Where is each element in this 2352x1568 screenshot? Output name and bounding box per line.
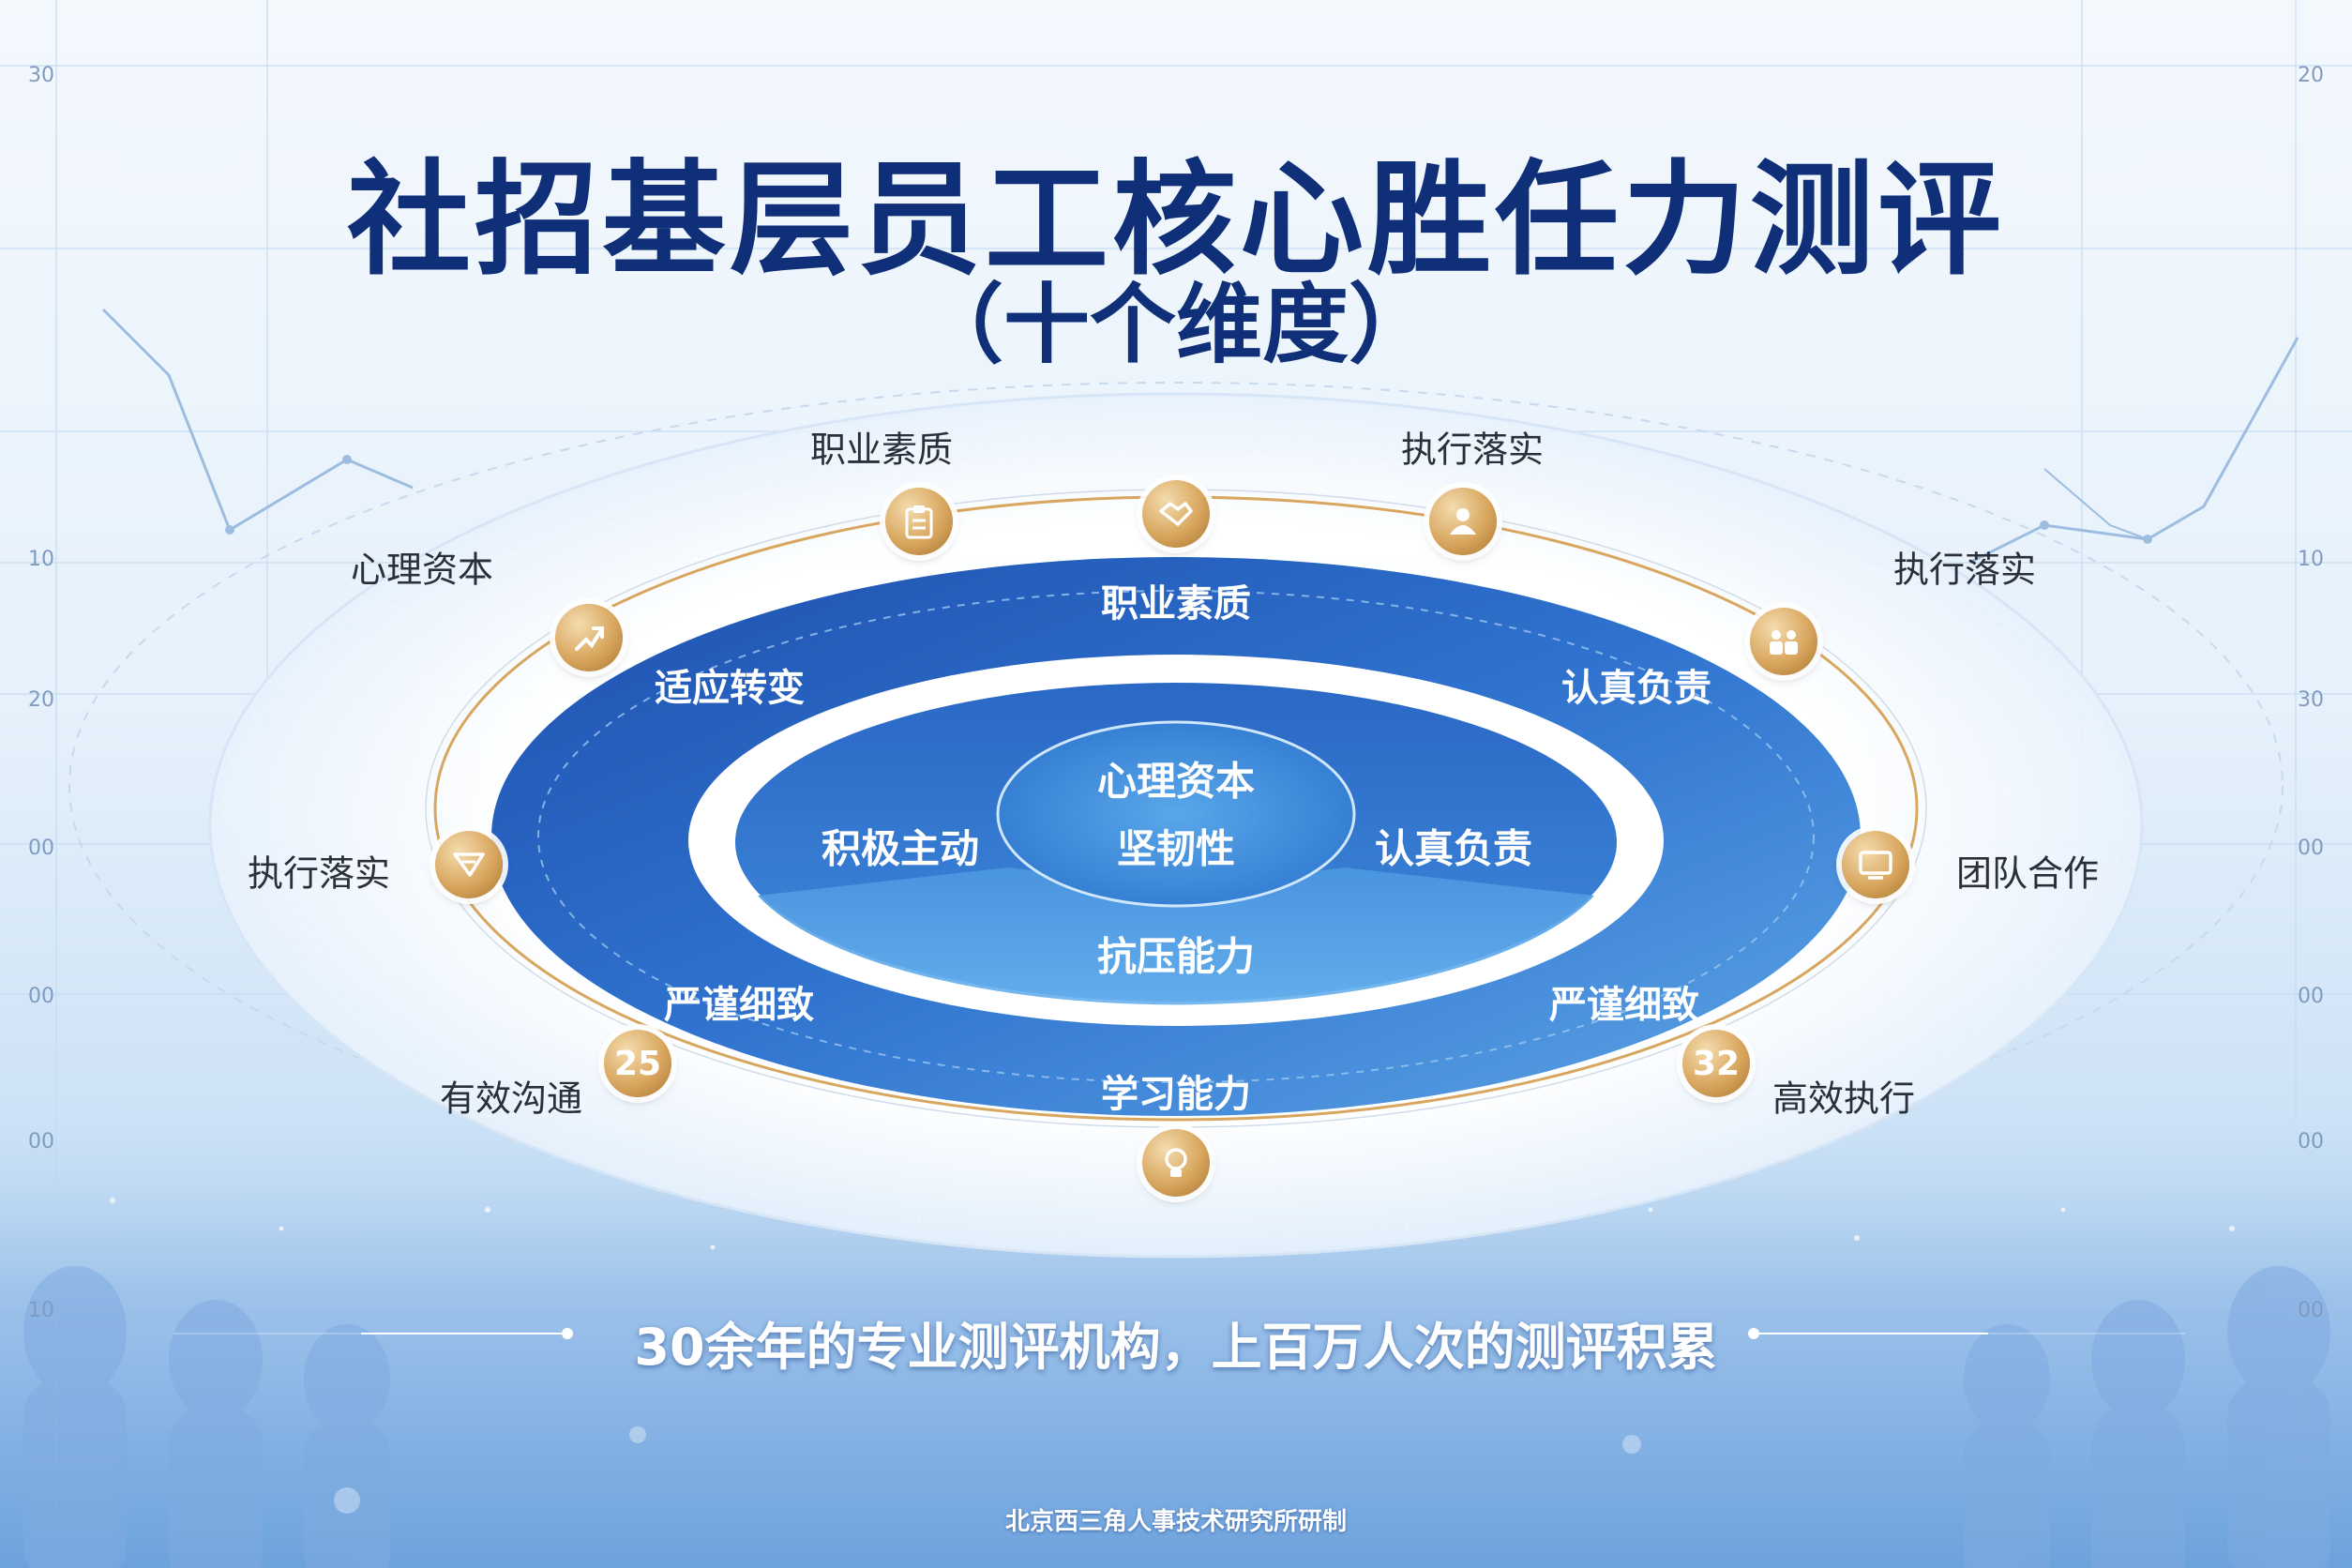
core-label-center-top: 心理资本 — [1097, 750, 1255, 807]
outer-label-mid-left: 执行落实 — [248, 845, 390, 897]
person-badge-icon — [1429, 488, 1497, 555]
lightbulb-icon — [1142, 1129, 1210, 1197]
send-icon — [435, 831, 503, 898]
page-subtitle: （十个维度） — [0, 255, 2352, 380]
monitor-icon — [1842, 831, 1909, 898]
ring-label-upper-right: 认真负责 — [1561, 657, 1711, 712]
growth-icon — [555, 604, 623, 671]
tick-left-2: 10 — [28, 548, 54, 571]
outer-label-mid-right: 团队合作 — [1956, 845, 2099, 897]
ring-label-lower-left: 严谨细致 — [664, 974, 814, 1029]
ring-label-upper-left: 适应转变 — [655, 657, 805, 712]
tick-right-4: 00 — [2298, 837, 2324, 860]
outer-label-upper-left: 心理资本 — [351, 541, 493, 593]
tick-right-3: 30 — [2298, 688, 2324, 712]
tick-right-2: 10 — [2298, 548, 2324, 571]
core-label-left: 积极主动 — [822, 818, 979, 875]
tick-left-4: 00 — [28, 837, 54, 860]
number-badge-32: 32 — [1682, 1030, 1750, 1097]
number-badge-25: 25 — [604, 1030, 671, 1097]
core-label-bottom: 抗压能力 — [1097, 926, 1255, 983]
tagline: 30余年的专业测评机构，上百万人次的测评积累 — [0, 1305, 2352, 1380]
ring-label-top: 职业素质 — [1101, 573, 1251, 627]
credit-line: 北京西三角人事技术研究所研制 — [0, 1502, 2352, 1537]
core-label-right: 认真负责 — [1375, 818, 1532, 875]
tick-left-1: 30 — [28, 64, 54, 87]
tick-left-3: 20 — [28, 688, 54, 712]
outer-label-top-left: 职业素质 — [810, 421, 953, 473]
team-icon — [1750, 608, 1817, 675]
outer-label-top-right: 执行落实 — [1401, 421, 1544, 473]
outer-label-lower-left: 有效沟通 — [440, 1070, 582, 1122]
outer-label-upper-right: 执行落实 — [1893, 541, 2036, 593]
core-label-center: 坚韧性 — [1117, 818, 1235, 875]
tick-right-6: 00 — [2298, 1130, 2324, 1153]
tick-right-1: 20 — [2298, 64, 2324, 87]
handshake-icon — [1142, 480, 1210, 548]
ring-label-bottom: 学习能力 — [1101, 1063, 1251, 1118]
outer-label-lower-right: 高效执行 — [1772, 1070, 1915, 1122]
tick-left-5: 00 — [28, 985, 54, 1008]
ring-label-lower-right: 严谨细致 — [1549, 974, 1699, 1029]
clipboard-icon — [885, 488, 953, 555]
tick-left-6: 00 — [28, 1130, 54, 1153]
tick-right-5: 00 — [2298, 985, 2324, 1008]
